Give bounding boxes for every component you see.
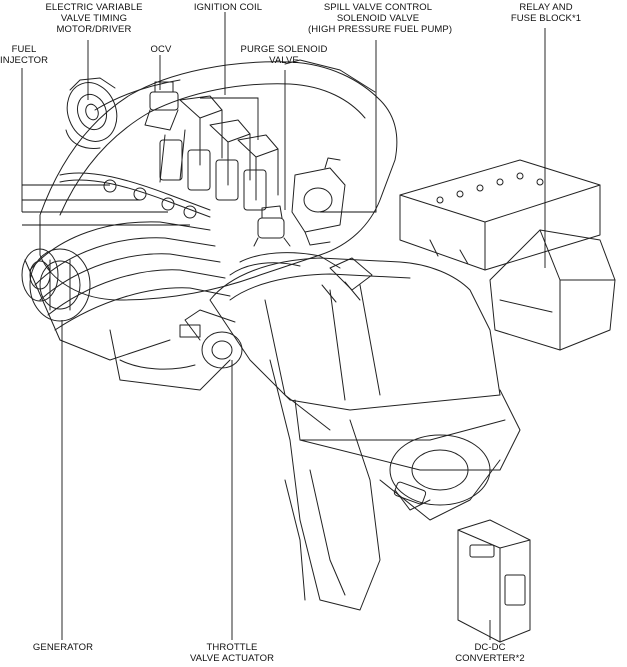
- leader-lines: [22, 12, 545, 640]
- label-relay-fuse-block: RELAY AND FUSE BLOCK*1: [510, 2, 582, 24]
- air-cleaner: [210, 253, 505, 440]
- ignition-coils: [160, 96, 278, 210]
- engine-head-outline: [40, 60, 397, 300]
- high-pressure-pump: [292, 158, 345, 245]
- label-ignition-coil: IGNITION COIL: [193, 2, 263, 13]
- label-spill-valve-control: SPILL VALVE CONTROL SOLENOID VALVE (HIGH…: [308, 2, 453, 35]
- intake-duct: [322, 258, 372, 302]
- relay-fuse-block: [490, 230, 615, 350]
- label-evvt-motor-driver: ELECTRIC VARIABLE VALVE TIMING MOTOR/DRI…: [45, 2, 143, 35]
- label-dcdc-converter: DC-DC CONVERTER*2: [455, 642, 525, 664]
- label-generator: GENERATOR: [32, 642, 94, 653]
- fuel-rail: [60, 173, 210, 218]
- intake-manifold: [22, 222, 230, 390]
- label-ocv: OCV: [150, 44, 172, 55]
- throttle-body: [180, 310, 242, 368]
- battery: [400, 160, 600, 270]
- leader-fuel-injector-branches: [22, 185, 190, 225]
- generator-part: [30, 249, 90, 321]
- label-fuel-injector: FUEL INJECTOR: [0, 44, 49, 66]
- dcdc-converter-part: [458, 520, 530, 642]
- leader-spill: [320, 40, 376, 212]
- purge-solenoid-part: [254, 206, 290, 246]
- leader-ignition: [200, 12, 258, 140]
- label-purge-solenoid-valve: PURGE SOLENOID VALVE: [240, 44, 328, 66]
- evvt-motor: [59, 76, 125, 149]
- transmission: [270, 360, 520, 610]
- label-throttle-valve-actuator: THROTTLE VALVE ACTUATOR: [189, 642, 275, 664]
- ocv-part: [145, 82, 178, 130]
